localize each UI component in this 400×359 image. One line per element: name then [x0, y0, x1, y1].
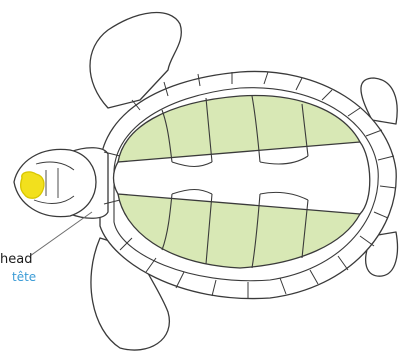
label-head-french: tête	[12, 270, 36, 284]
head-yellow-spot	[21, 172, 44, 198]
label-pointer-line	[30, 212, 92, 256]
label-head-english: head	[0, 252, 32, 267]
